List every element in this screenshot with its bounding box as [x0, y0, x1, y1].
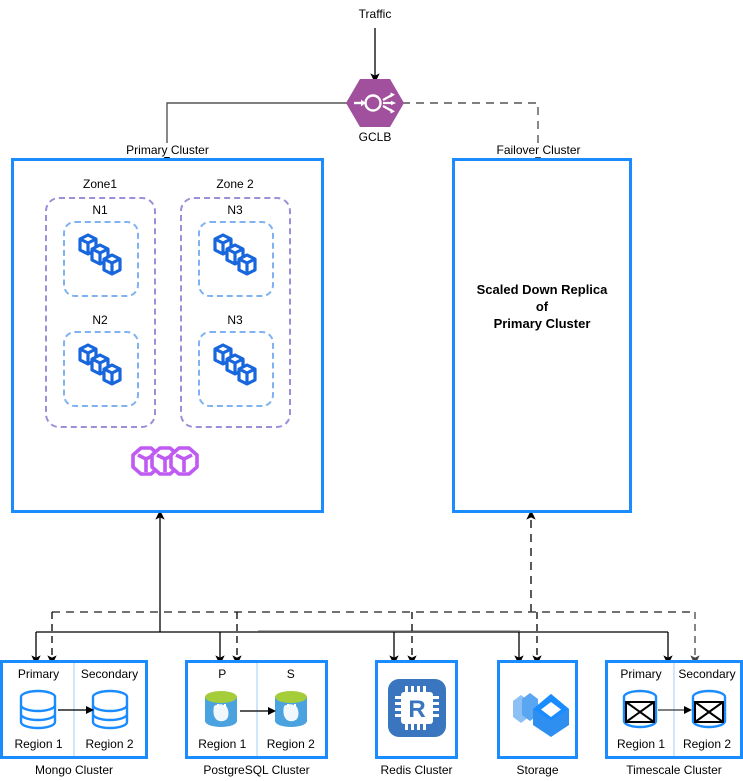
- postgres-primary-half[interactable]: P Region 1: [188, 663, 257, 756]
- zone2-label: Zone 2: [205, 177, 265, 191]
- node-n3a-label: N3: [210, 203, 260, 217]
- mongo-primary-role: Primary: [17, 667, 60, 681]
- postgres-secondary-half[interactable]: S Region 2: [257, 663, 326, 756]
- postgres-secondary-region: Region 2: [266, 737, 315, 751]
- timescale-secondary-role: Secondary: [678, 667, 736, 681]
- redis-cluster-caption: Redis Cluster: [380, 763, 453, 777]
- svg-text:R: R: [408, 696, 425, 723]
- postgres-primary-role: P: [218, 667, 227, 681]
- zone1-box: [45, 197, 156, 428]
- timescale-primary-half[interactable]: Primary Region 1: [608, 663, 674, 756]
- mongo-primary-region: Region 1: [14, 737, 63, 751]
- failover-cluster-box[interactable]: Scaled Down Replica of Primary Cluster: [452, 158, 632, 513]
- mongo-cluster-caption: Mongo Cluster: [34, 763, 114, 777]
- postgres-divider: [255, 663, 258, 756]
- mongo-secondary-half[interactable]: Secondary Region 2: [74, 663, 145, 756]
- postgres-cluster-caption: PostgreSQL Cluster: [203, 763, 310, 777]
- timescale-primary-role: Primary: [620, 667, 662, 681]
- node-n3a-pods: [206, 231, 266, 287]
- mongo-db-icon-secondary: [91, 689, 129, 730]
- redis-memorystore-icon: R: [388, 679, 446, 737]
- timescale-secondary-half[interactable]: Secondary Region 2: [674, 663, 740, 756]
- purple-pods-icon: [131, 446, 199, 476]
- node-n3b-pods: [206, 341, 266, 397]
- failover-cluster-label: Failover Cluster: [481, 143, 596, 157]
- primary-cluster-label: Primary Cluster: [110, 143, 225, 157]
- postgres-replication-arrow: [205, 691, 307, 727]
- node-n2-box: [63, 331, 139, 407]
- gclb-node[interactable]: [345, 78, 405, 128]
- timescale-secondary-region: Region 2: [682, 737, 732, 751]
- mongo-primary-half[interactable]: Primary Region 1: [3, 663, 74, 756]
- node-n1-pods: [71, 231, 131, 287]
- failover-text-line1: Scaled Down Replica: [476, 282, 608, 297]
- postgres-primary-region: Region 1: [198, 737, 247, 751]
- storage-caption: Storage: [516, 763, 559, 777]
- postgres-db-icon: [205, 691, 237, 727]
- node-n3a-box: [198, 221, 274, 297]
- traffic-label: Traffic: [358, 7, 392, 21]
- timescale-primary-region: Region 1: [616, 737, 666, 751]
- node-n1-label: N1: [75, 203, 125, 217]
- mongo-replication-arrow: [19, 689, 129, 730]
- redis-cluster-box[interactable]: R: [375, 660, 458, 759]
- postgres-secondary-role: S: [286, 667, 295, 681]
- node-n2-pods: [71, 341, 131, 397]
- pods-icon: [213, 343, 257, 386]
- postgres-db-icon-secondary: [275, 691, 307, 727]
- mongo-cluster-box[interactable]: Primary Region 1 Secondary Region 2: [0, 660, 148, 759]
- failover-text-line2: of: [535, 299, 549, 314]
- timescale-replication-arrow: [622, 689, 727, 729]
- timescale-cluster-box[interactable]: Primary Region 1 Secondary Region 2: [605, 660, 743, 759]
- timescale-cluster-caption: Timescale Cluster: [626, 763, 722, 777]
- failover-text-line3: Primary Cluster: [493, 316, 591, 331]
- primary-extra-pods: [128, 443, 208, 483]
- node-n3b-box: [198, 331, 274, 407]
- node-n2-label: N2: [75, 313, 125, 327]
- mongo-secondary-role: Secondary: [80, 667, 139, 681]
- cloud-storage-icon: [513, 693, 569, 737]
- load-balancer-icon: [346, 79, 404, 127]
- zone1-label: Zone1: [70, 177, 130, 191]
- node-n1-box: [63, 221, 139, 297]
- mongo-db-icon: [19, 689, 57, 730]
- mongo-secondary-region: Region 2: [85, 737, 134, 751]
- gclb-label: GCLB: [358, 130, 392, 144]
- storage-box[interactable]: [497, 660, 578, 759]
- node-n3b-label: N3: [210, 313, 260, 327]
- postgres-cluster-box[interactable]: P Region 1 S Region 2: [185, 660, 328, 759]
- pods-icon: [78, 343, 122, 386]
- zone2-box: [180, 197, 291, 428]
- pods-icon: [78, 233, 122, 276]
- pods-icon: [213, 233, 257, 276]
